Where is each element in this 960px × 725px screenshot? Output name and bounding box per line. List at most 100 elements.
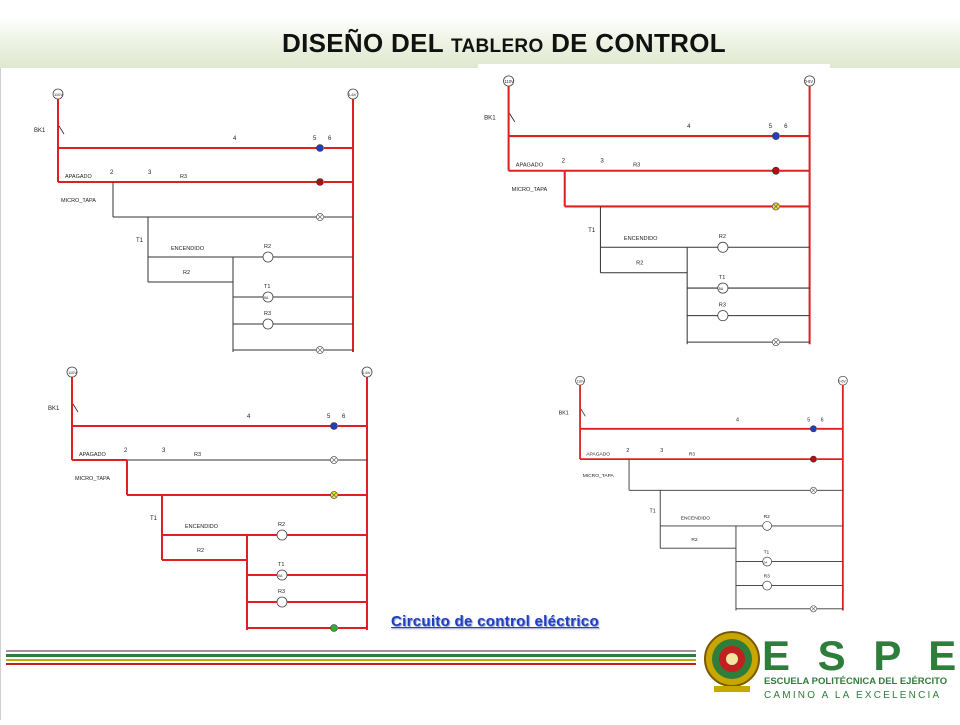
label-r2-contact: R2	[197, 548, 204, 554]
label-timer-mark: 5A	[764, 560, 769, 564]
label-r2-contact: R2	[183, 270, 190, 276]
label-r2-coil: R2	[264, 244, 271, 250]
terminal-right-label: 0-6V	[804, 79, 813, 84]
label-node6: 6	[784, 123, 788, 130]
label-node5: 5	[327, 414, 331, 420]
label-encendido: ENCENDIDO	[171, 246, 205, 252]
label-micro_tapa: MICRO_TAPA	[61, 198, 96, 204]
label-encendido: ENCENDIDO	[681, 516, 711, 522]
coil-r2-icon	[262, 251, 274, 263]
lamp-blue-icon	[772, 132, 780, 140]
lamp-cross	[331, 457, 337, 463]
label-r3-coil: R3	[264, 311, 271, 317]
slide-title: DISEÑO DEL TABLERO DE CONTROL	[282, 28, 726, 58]
terminal-left-icon	[503, 75, 515, 87]
terminal-right-label: 0-6V	[348, 92, 357, 97]
label-r2-coil: R2	[764, 514, 771, 520]
breaker-label: BK1	[484, 115, 496, 122]
label-apagado: APAGADO	[516, 163, 544, 169]
logo-letters: E S P E	[762, 632, 960, 679]
coil-r2-icon	[276, 529, 288, 541]
label-node2: 2	[110, 170, 114, 176]
label-encendido: ENCENDIDO	[185, 524, 219, 530]
label-t1-coil: T1	[278, 562, 284, 568]
label-t1-coil: T1	[764, 550, 770, 556]
terminal-right-label: 0-6V	[362, 370, 371, 375]
label-node6: 6	[342, 414, 346, 420]
logo-line1: ESCUELA POLITÉCNICA DEL EJÉRCITO	[764, 676, 947, 687]
breaker-label: BK1	[559, 411, 569, 417]
label-r3-coil: R3	[719, 302, 726, 308]
label-t1-coil: T1	[719, 275, 726, 281]
label-node5: 5	[807, 418, 810, 424]
logo-line2: CAMINO A LA EXCELENCIA	[764, 690, 941, 701]
lamp-cross	[773, 339, 779, 345]
header-band	[0, 0, 960, 68]
terminal-left-label: 110V	[68, 370, 77, 375]
breaker-label: BK1	[48, 406, 60, 412]
lamp-cross	[317, 214, 323, 220]
label-node3: 3	[600, 158, 604, 165]
lamp-cross	[317, 347, 323, 353]
label-r3-rung2: R3	[180, 174, 187, 180]
lamp-cross	[331, 492, 337, 498]
coil-r2-icon	[762, 521, 772, 531]
diagram-caption: Circuito de control eléctrico	[391, 613, 599, 630]
lamp-blue-icon	[330, 422, 338, 430]
shield-emblem-icon	[704, 631, 760, 692]
label-timer-mark: 5A	[719, 287, 724, 291]
terminal-right-icon	[804, 75, 816, 87]
lamp-blue-icon	[810, 425, 817, 433]
label-micro_tapa: MICRO_TAPA	[75, 476, 110, 482]
terminal-right-label: 0-6V	[838, 379, 846, 383]
label-t1-contact: T1	[650, 509, 656, 515]
terminal-left-icon	[575, 375, 585, 386]
label-r3-coil: R3	[278, 589, 285, 595]
coil-r2-icon	[717, 241, 729, 253]
breaker-contact	[580, 409, 586, 417]
label-node4: 4	[736, 418, 739, 424]
lamp-red-icon	[810, 455, 817, 463]
label-node2: 2	[124, 448, 128, 454]
label-apagado: APAGADO	[65, 174, 93, 180]
lamp-cross	[811, 606, 816, 612]
label-timer-mark: 5A	[264, 296, 269, 300]
coil-r3-icon	[276, 596, 288, 608]
label-node3: 3	[162, 448, 166, 454]
label-t1-contact: T1	[588, 227, 596, 234]
label-node4: 4	[233, 136, 237, 142]
footer-stripes	[6, 650, 696, 665]
terminal-left-label: 110V	[505, 79, 515, 84]
lamp-blue-icon	[316, 144, 324, 152]
lamp-cross	[811, 488, 816, 493]
terminal-left-label: 110V	[54, 92, 63, 97]
label-node5: 5	[313, 136, 317, 142]
label-node4: 4	[247, 414, 251, 420]
label-t1-contact: T1	[136, 238, 144, 244]
label-apagado: APAGADO	[586, 452, 610, 458]
coil-r3-icon	[762, 580, 772, 591]
label-node5: 5	[769, 123, 773, 130]
label-node2: 2	[626, 448, 629, 454]
breaker-contact	[58, 125, 65, 135]
label-r2-coil: R2	[719, 234, 726, 240]
label-encendido: ENCENDIDO	[624, 236, 658, 242]
label-micro_tapa: MICRO_TAPA	[512, 187, 548, 193]
label-node4: 4	[687, 123, 691, 130]
label-r2-coil: R2	[278, 522, 285, 528]
label-r2-contact: R2	[691, 537, 698, 543]
label-t1-coil: T1	[264, 284, 270, 290]
breaker-contact	[72, 403, 79, 413]
lamp-green-icon	[330, 624, 338, 632]
lamp-cross	[773, 203, 779, 210]
label-r3-coil: R3	[764, 574, 771, 580]
coil-r3-icon	[717, 310, 729, 322]
label-node6: 6	[328, 136, 332, 142]
